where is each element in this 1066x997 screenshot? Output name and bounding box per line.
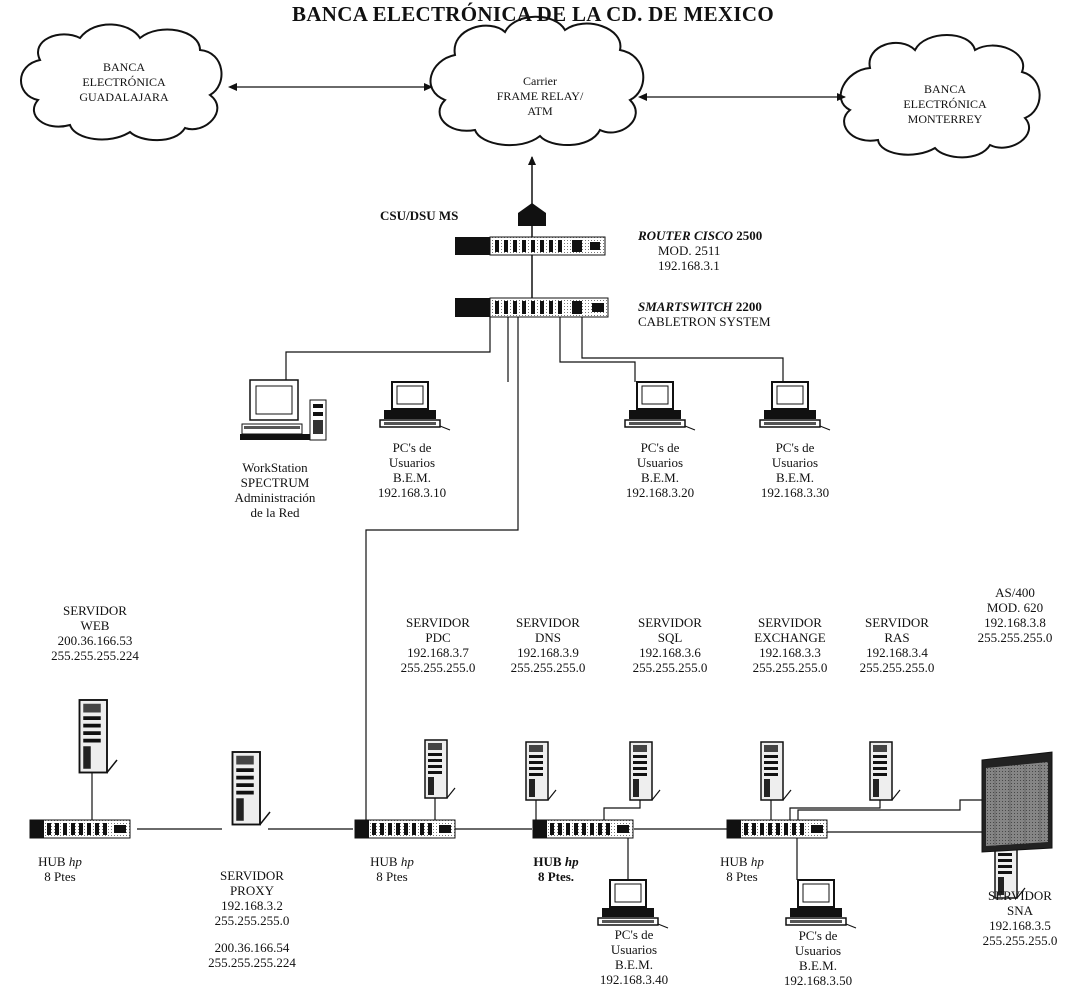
pc-icon-50 bbox=[785, 879, 857, 929]
server-sql-icon bbox=[629, 741, 661, 801]
server-dns-icon bbox=[525, 741, 557, 801]
router-label: ROUTER CISCO 2500 MOD. 2511 192.168.3.1 bbox=[638, 228, 763, 273]
workstation-spectrum bbox=[240, 379, 327, 441]
csu-dsu-device bbox=[518, 203, 546, 226]
hub-4 bbox=[726, 819, 828, 839]
pc-icon-30 bbox=[759, 381, 831, 431]
pc-icon-20 bbox=[624, 381, 696, 431]
switch-device bbox=[455, 297, 609, 318]
server-pdc-icon bbox=[424, 739, 456, 799]
switch-label: SMARTSWITCH 2200 CABLETRON SYSTEM bbox=[638, 299, 771, 329]
hub-3 bbox=[532, 819, 634, 839]
router-device bbox=[455, 236, 606, 256]
hub-2 bbox=[354, 819, 456, 839]
cloud-monterrey bbox=[839, 34, 1041, 159]
as400-icon bbox=[981, 751, 1053, 853]
hub-1 bbox=[29, 819, 131, 839]
diagram-title: BANCA ELECTRÓNICA DE LA CD. DE MEXICO bbox=[292, 2, 774, 26]
server-proxy-icon bbox=[231, 751, 271, 826]
csu-dsu-label: CSU/DSU MS bbox=[380, 208, 459, 223]
pc-icon-10 bbox=[379, 381, 451, 431]
server-web-icon bbox=[78, 699, 118, 774]
server-exchange-icon bbox=[760, 741, 792, 801]
cloud-guadalajara bbox=[20, 23, 223, 142]
cloud-carrier bbox=[429, 15, 645, 147]
pc-icon-40 bbox=[597, 879, 669, 929]
server-ras-icon bbox=[869, 741, 901, 801]
